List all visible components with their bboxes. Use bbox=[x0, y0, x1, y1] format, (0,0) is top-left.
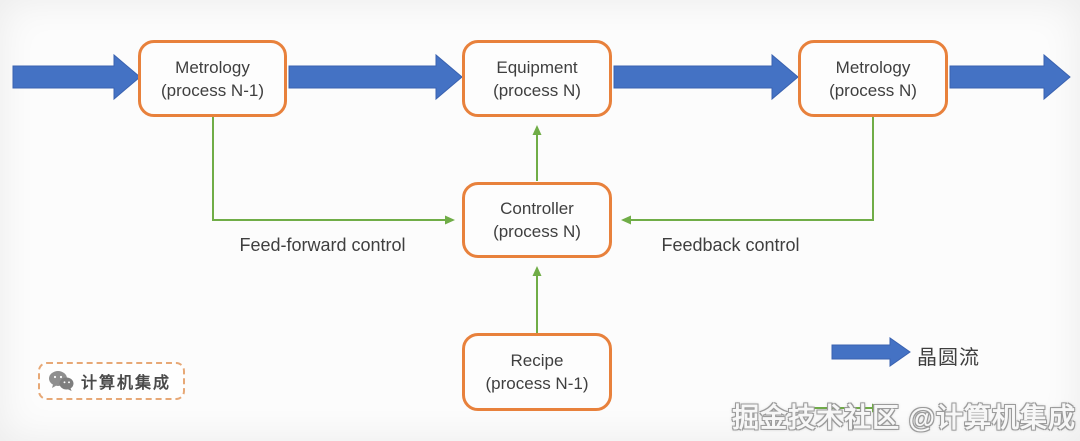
feed-forward-label: Feed-forward control bbox=[239, 235, 406, 255]
node-subtitle: (process N) bbox=[829, 80, 917, 100]
wafer-flow-arrow-equipment-to-m2 bbox=[613, 53, 799, 101]
wafer-flow-arrow-m1-to-equipment bbox=[288, 53, 463, 101]
node-title: Recipe bbox=[510, 351, 564, 370]
node-metrology-prev: Metrology (process N-1) bbox=[138, 40, 287, 117]
feed-forward-line bbox=[212, 117, 455, 225]
node-recipe: Recipe (process N-1) bbox=[462, 333, 612, 411]
node-title: Metrology bbox=[835, 57, 911, 77]
wafer-flow-arrow-in bbox=[12, 53, 141, 101]
node-title: Metrology bbox=[175, 57, 250, 77]
feedback-label: Feedback control bbox=[661, 235, 800, 255]
node-controller: Controller (process N) bbox=[462, 182, 612, 258]
channel-badge: 计算机集成 bbox=[38, 362, 186, 400]
node-subtitle: (process N-1) bbox=[485, 374, 589, 393]
node-equipment: Equipment (process N) bbox=[462, 40, 612, 117]
legend-wafer-arrow bbox=[831, 337, 911, 367]
channel-badge-label: 计算机集成 bbox=[81, 373, 172, 392]
node-metrology-n: Metrology (process N) bbox=[798, 40, 948, 117]
node-title: Equipment bbox=[496, 57, 578, 77]
feedback-line bbox=[621, 117, 874, 225]
node-subtitle: (process N) bbox=[493, 80, 581, 100]
node-subtitle: (process N) bbox=[493, 222, 581, 241]
node-subtitle: (process N-1) bbox=[161, 80, 264, 100]
wafer-flow-arrow-out bbox=[949, 53, 1071, 101]
node-title: Controller bbox=[500, 199, 574, 218]
wechat-icon bbox=[48, 370, 74, 392]
community-watermark: 掘金技术社区 @计算机集成 bbox=[732, 403, 1076, 433]
legend-wafer-flow-label: 晶圆流 bbox=[917, 347, 980, 369]
